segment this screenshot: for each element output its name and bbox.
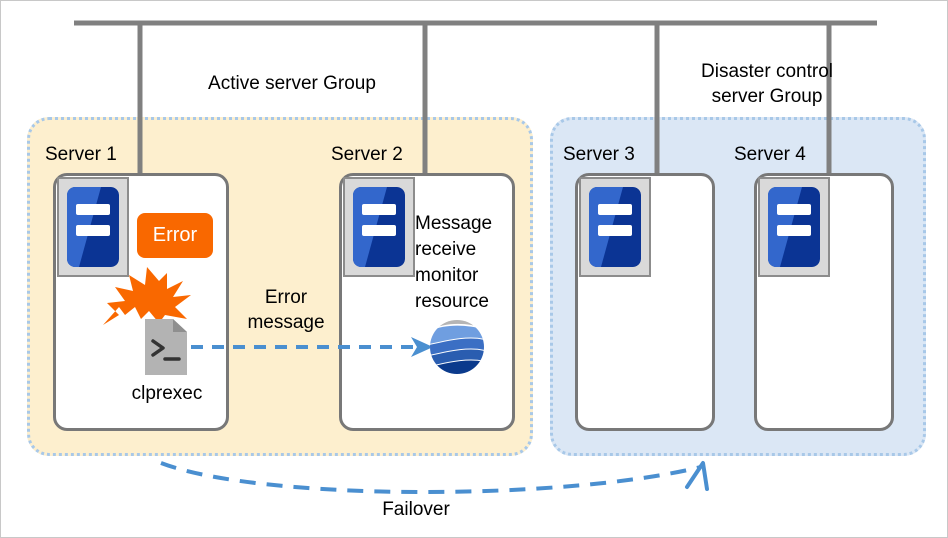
server-icon-frame-server-2 [343, 177, 415, 277]
server-label-server-3: Server 3 [563, 144, 635, 165]
server-icon [589, 187, 641, 267]
clprexec-label: clprexec [131, 383, 203, 404]
server-icon-frame-server-4 [758, 177, 830, 277]
failover-label: Failover [382, 499, 450, 520]
group-caption-active-server: Active server Group [208, 73, 376, 94]
message-receive-monitor-resource-label: Message receive monitor resource [415, 213, 493, 312]
group-caption-disaster-control-server: Disaster control server Group [701, 61, 833, 107]
status-badge-error: Error [137, 213, 213, 258]
server-icon [768, 187, 820, 267]
server-label-server-4: Server 4 [734, 144, 806, 165]
globe-icon [430, 320, 484, 374]
server-icon [67, 187, 119, 267]
error-burst-icon [103, 267, 191, 325]
server-icon [353, 187, 405, 267]
server-icon-frame-server-3 [579, 177, 651, 277]
server-label-server-1: Server 1 [45, 144, 117, 165]
server-label-server-2: Server 2 [331, 144, 403, 165]
error-message-label: Error message [247, 287, 325, 333]
script-terminal-icon [145, 319, 187, 375]
server-icon-frame-server-1 [57, 177, 129, 277]
